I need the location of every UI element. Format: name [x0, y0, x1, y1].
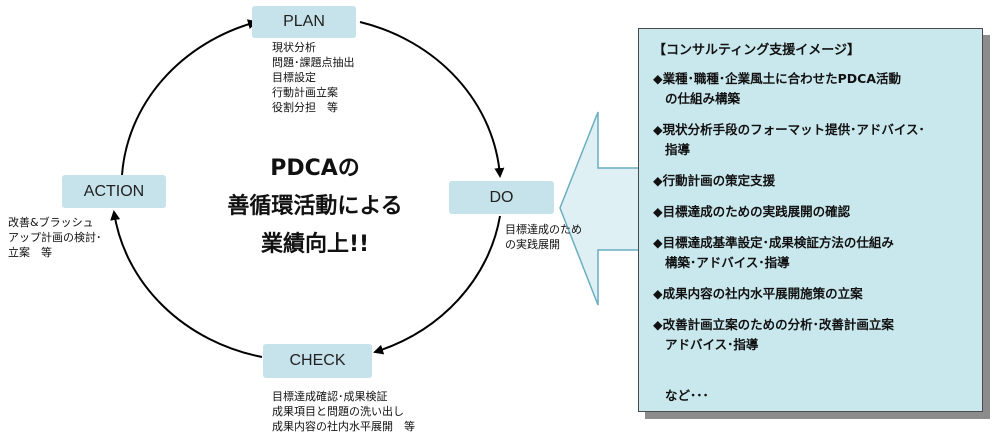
action-note: アップ計画の検討･	[8, 231, 102, 244]
center-title-line: PDCAの	[270, 156, 360, 181]
panel-title: 【コンサルティング支援イメージ】	[653, 43, 860, 58]
check-note: 目標達成確認･成果検証	[272, 390, 388, 403]
support-arrow	[559, 111, 641, 306]
action-note: 立案 等	[8, 246, 52, 259]
do-note: の実践展開	[505, 238, 560, 251]
panel-item-line: ◆改善計画立案のための分析･改善計画立案	[653, 317, 894, 332]
center-title-line: 業績向上!!	[260, 232, 370, 257]
check-note: 成果項目と問題の洗い出し	[272, 405, 404, 418]
panel-item: ◆目標達成のための実践展開の確認	[653, 202, 973, 222]
plan-note: 現状分析	[272, 41, 316, 54]
stage-plan: PLAN	[252, 6, 356, 38]
panel-item: ◆成果内容の社内水平展開施策の立案	[653, 284, 973, 304]
plan-note: 行動計画立案	[272, 86, 338, 99]
arc-action-to-plan	[121, 19, 258, 176]
panel-item-line: ◆業種･職種･企業風土に合わせたPDCA活動	[653, 71, 901, 86]
center-title: PDCAの 善循環活動による 業績向上!!	[190, 150, 440, 264]
panel-item-line: アドバイス･指導	[665, 337, 759, 352]
panel-item-line: の仕組み構築	[665, 91, 741, 106]
panel-item-line: ◆成果内容の社内水平展開施策の立案	[653, 286, 863, 301]
arc-plan-to-do	[359, 21, 505, 178]
do-notes: 目標達成のため の実践展開	[505, 222, 582, 252]
panel-item-line: ◆現状分析手段のフォーマット提供･アドバイス･	[653, 122, 925, 137]
plan-note: 問題･課題点抽出	[272, 56, 355, 69]
panel-item: ◆改善計画立案のための分析･改善計画立案 アドバイス･指導	[653, 315, 973, 355]
panel-item-line: 構築･アドバイス･指導	[665, 255, 790, 270]
stage-action: ACTION	[62, 175, 166, 208]
center-title-line: 善循環活動による	[227, 194, 403, 219]
panel-item-line: ◆行動計画の策定支援	[653, 173, 776, 188]
consulting-panel: 【コンサルティング支援イメージ】 ◆業種･職種･企業風土に合わせたPDCA活動 …	[638, 28, 983, 412]
panel-items: ◆業種･職種･企業風土に合わせたPDCA活動 の仕組み構築 ◆現状分析手段のフォ…	[653, 69, 973, 366]
panel-item-line: ◆目標達成のための実践展開の確認	[653, 204, 851, 219]
panel-item: ◆現状分析手段のフォーマット提供･アドバイス･ 指導	[653, 120, 973, 160]
action-notes: 改善&ブラッシュ アップ計画の検討･ 立案 等	[8, 215, 102, 260]
panel-etc: など･･･	[665, 388, 709, 403]
panel-item: ◆業種･職種･企業風土に合わせたPDCA活動 の仕組み構築	[653, 69, 973, 109]
stage-check: CHECK	[263, 344, 372, 378]
plan-note: 目標設定	[272, 71, 316, 84]
panel-item-line: 指導	[665, 142, 691, 157]
panel-item: ◆目標達成基準設定･成果検証方法の仕組み 構築･アドバイス･指導	[653, 233, 973, 273]
action-note: 改善&ブラッシュ	[8, 216, 94, 229]
do-note: 目標達成のため	[505, 223, 582, 236]
arc-check-to-action	[110, 210, 263, 358]
stage-do: DO	[449, 181, 554, 214]
check-note: 成果内容の社内水平展開 等	[272, 420, 415, 433]
arc-do-to-check	[373, 215, 501, 355]
panel-item-line: ◆目標達成基準設定･成果検証方法の仕組み	[653, 235, 894, 250]
plan-note: 役割分担 等	[272, 101, 338, 114]
panel-item: ◆行動計画の策定支援	[653, 171, 973, 191]
plan-notes: 現状分析 問題･課題点抽出 目標設定 行動計画立案 役割分担 等	[272, 40, 355, 115]
check-notes: 目標達成確認･成果検証 成果項目と問題の洗い出し 成果内容の社内水平展開 等	[272, 389, 415, 434]
